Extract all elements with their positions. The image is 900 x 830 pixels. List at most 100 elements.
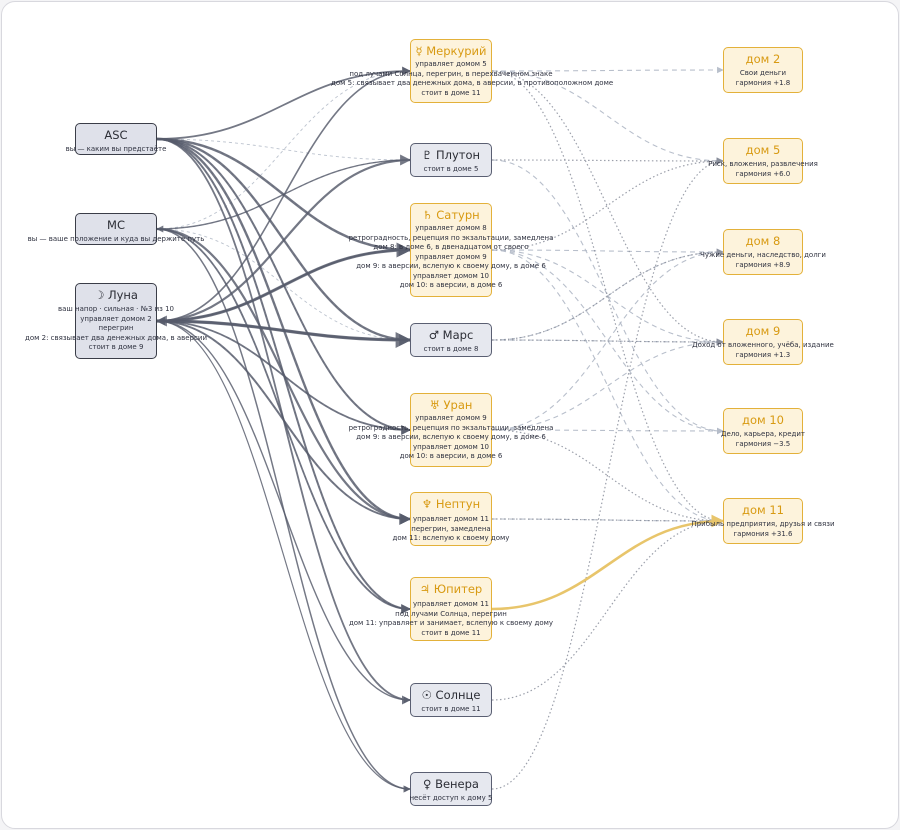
node-house-5[interactable]: дом 5 Риск, вложения, развлечения гармон…	[708, 138, 818, 184]
node-jupiter[interactable]: ♃ Юпитер управляет домом 11 под лучами С…	[349, 577, 553, 641]
node-title: ♇ Плутон	[421, 148, 481, 162]
node-line: Чужие деньги, наследство, долги	[700, 251, 826, 259]
edge-dashed	[491, 338, 724, 431]
node-mars[interactable]: ♂ Марс стоит в доме 8	[410, 323, 492, 357]
node-line: гармония +1.8	[735, 78, 791, 87]
node-line: стоит в доме 11	[421, 628, 481, 637]
node-title: дом 10	[742, 413, 784, 427]
node-line: Доход от вложенного, учёба, издание	[692, 341, 834, 349]
node-line: под лучами Солнца, перегрин	[395, 609, 507, 618]
node-asc[interactable]: ASC вы — каким вы предстаёте	[66, 123, 166, 155]
node-pluto[interactable]: ♇ Плутон стоит в доме 5	[410, 143, 492, 177]
node-line: гармония +6.0	[735, 169, 791, 178]
node-line: дом 5: связывает два денежных дома, в ав…	[331, 79, 614, 87]
node-details: вы — ваше положение и куда вы держите пу…	[2, 235, 236, 245]
edge-solid	[156, 249, 411, 326]
node-line: дом 10: в аверсии, в доме 6	[399, 452, 503, 460]
edge-dotted	[491, 70, 724, 525]
edge-dotted	[491, 517, 724, 701]
node-line: дом 9: в аверсии, вслепую к своему дому,…	[356, 433, 546, 441]
node-line: дом 10: в аверсии, в доме 6	[399, 281, 503, 289]
edge-solid	[156, 320, 411, 435]
node-title: дом 2	[745, 52, 781, 66]
edge-solid	[156, 67, 411, 322]
node-line: дом 2: связывает два денежных дома, в ав…	[24, 333, 208, 342]
node-details: Риск, вложения, развлечения гармония +6.…	[644, 160, 882, 179]
node-title: ♅ Уран	[429, 398, 473, 412]
edge-solid	[156, 320, 411, 524]
node-line: управляет домом 8	[415, 224, 487, 232]
node-line: стоит в доме 9	[88, 343, 144, 351]
edge-solid	[156, 66, 411, 140]
node-line: управляет домом 11	[413, 515, 489, 523]
node-title: дом 11	[742, 503, 784, 517]
node-details: Дело, карьера, кредит гармония −3.5	[644, 430, 882, 449]
node-line: перегрин, замедлена	[411, 524, 491, 533]
node-details: несёт доступ к дому 5	[331, 794, 571, 804]
node-house-2[interactable]: дом 2 Свои деньги гармония +1.8	[723, 47, 803, 93]
node-mercury[interactable]: ☿ Меркурий управляет домом 5 под лучами …	[331, 39, 613, 103]
node-title: ☿ Меркурий	[415, 44, 487, 58]
node-line: стоит в доме 11	[421, 705, 481, 713]
node-venus[interactable]: ♀ Венера несёт доступ к дому 5	[409, 772, 493, 806]
node-line: под лучами Солнца, перегрин, в перехваче…	[349, 69, 553, 78]
node-line: Свои деньги	[739, 69, 787, 77]
node-line: стоит в доме 8	[423, 345, 479, 353]
edge-dashed	[156, 70, 411, 230]
node-title: ♆ Нептун	[421, 497, 481, 511]
edge-solid	[156, 227, 412, 525]
node-line: гармония +8.9	[735, 260, 791, 269]
node-line: перегрин	[98, 324, 134, 332]
node-line: стоит в доме 5	[423, 165, 479, 173]
node-sun[interactable]: ☉ Солнце стоит в доме 11	[410, 683, 492, 717]
node-line: вы — каким вы предстаёте	[65, 145, 167, 153]
node-mc[interactable]: MC вы — ваше положение и куда вы держите…	[28, 213, 204, 245]
node-house-9[interactable]: дом 9 Доход от вложенного, учёба, издани…	[692, 319, 834, 365]
edge-solid	[156, 159, 411, 233]
node-details: управляет домом 8 ретроградность, рецепц…	[331, 224, 571, 291]
node-saturn[interactable]: ♄ Сатурн управляет домом 8 ретроградност…	[349, 203, 553, 297]
node-line: Дело, карьера, кредит	[720, 430, 805, 438]
node-line: ретроградность, рецепция по экзальтации,…	[348, 423, 554, 432]
node-line: управляет домом 9	[415, 252, 487, 261]
node-line: управляет домом 10	[413, 271, 489, 280]
node-line: ретроградность, рецепция по экзальтации,…	[348, 233, 554, 242]
node-neptune[interactable]: ♆ Нептун управляет домом 11 перегрин, за…	[393, 492, 509, 546]
node-title: MC	[107, 218, 125, 232]
edge-dotted	[491, 70, 724, 346]
node-title: дом 8	[745, 234, 781, 248]
node-title: ☽ Луна	[94, 288, 138, 302]
node-line: ваш напор · сильная · №3 из 10	[57, 305, 174, 313]
edge-solid	[156, 320, 411, 704]
edge-solid	[156, 320, 411, 792]
node-title: дом 9	[745, 324, 781, 338]
edge-highlight	[491, 514, 725, 611]
node-line: управляет домом 5	[415, 60, 487, 68]
node-uranus[interactable]: ♅ Уран управляет домом 9 ретроградность,…	[349, 393, 553, 467]
node-house-8[interactable]: дом 8 Чужие деньги, наследство, долги га…	[700, 229, 826, 275]
node-details: вы — каким вы предстаёте	[2, 145, 236, 155]
node-line: управляет домом 9	[415, 414, 487, 422]
node-house-10[interactable]: дом 10 Дело, карьера, кредит гармония −3…	[721, 408, 805, 454]
node-title: ♃ Юпитер	[419, 582, 483, 596]
node-line: Риск, вложения, развлечения	[708, 160, 818, 168]
node-details: Прибыль предприятия, друзья и связи гарм…	[644, 520, 882, 539]
node-line: дом 8: в доме 6, в двенадцатом от своего	[373, 243, 529, 251]
edge-dashed	[491, 70, 724, 165]
node-line: несёт доступ к дому 5	[409, 794, 493, 802]
node-line: Прибыль предприятия, друзья и связи	[691, 520, 835, 528]
node-details: Свои деньги гармония +1.8	[644, 69, 882, 88]
node-details: стоит в доме 5	[331, 165, 571, 175]
node-house-11[interactable]: дом 11 Прибыль предприятия, друзья и свя…	[691, 498, 835, 544]
node-moon[interactable]: ☽ Луна ваш напор · сильная · №3 из 10 уп…	[25, 283, 207, 359]
edge-dashed	[491, 249, 724, 346]
node-details: Доход от вложенного, учёба, издание гарм…	[644, 341, 882, 360]
node-line: вы — ваше положение и куда вы держите пу…	[27, 235, 205, 243]
edge-solid	[155, 315, 411, 342]
node-line: дом 11: вслепую к своему дому	[392, 534, 510, 542]
node-title: дом 5	[745, 143, 781, 157]
node-title: ☉ Солнце	[421, 688, 481, 702]
node-details: управляет домом 11 под лучами Солнца, пе…	[331, 600, 571, 638]
edge-dashed	[491, 249, 724, 435]
